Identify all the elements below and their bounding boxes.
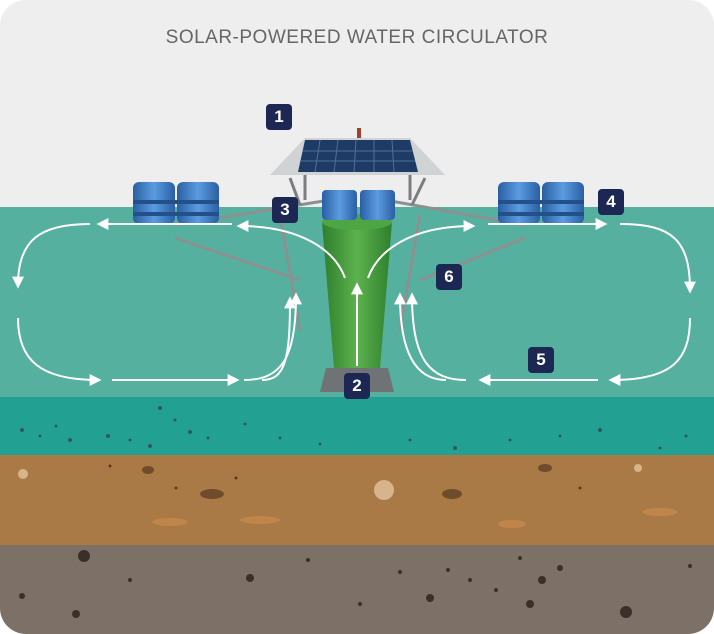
- solar-panel-icon: [270, 128, 445, 175]
- callout-badge-1: 1: [266, 104, 292, 130]
- sediment-particles: [18, 464, 678, 528]
- flow-arrows: [12, 218, 696, 386]
- callout-badge-5: 5: [528, 347, 554, 373]
- diagram-title: SOLAR-POWERED WATER CIRCULATOR: [165, 27, 549, 48]
- callout-badge-2: 2: [344, 373, 370, 399]
- flow-arrow-icon: [12, 223, 91, 289]
- flow-arrow-icon: [367, 220, 476, 279]
- flow-arrow-icon: [261, 296, 296, 381]
- callout-badge-6: 6: [436, 264, 462, 290]
- water-lower-layer: [0, 397, 714, 455]
- water-particles: [20, 406, 688, 450]
- bedrock-layer: [0, 545, 714, 634]
- float-tank-icon: [498, 182, 584, 224]
- bedrock-pebbles: [19, 550, 692, 618]
- float-tank-icon: [133, 182, 219, 224]
- flow-arrow-icon: [406, 292, 467, 381]
- flow-arrow-icon: [243, 292, 302, 381]
- circulator-unit: [133, 128, 584, 392]
- callout-badge-3: 3: [272, 197, 298, 223]
- flow-arrow-icon: [619, 223, 696, 294]
- flow-arrow-icon: [17, 317, 102, 386]
- sediment-layer: [0, 455, 714, 545]
- flow-arrow-icon: [394, 292, 447, 381]
- callout-badge-4: 4: [598, 189, 624, 215]
- flow-arrow-icon: [236, 220, 346, 279]
- flow-arrow-icon: [608, 317, 691, 386]
